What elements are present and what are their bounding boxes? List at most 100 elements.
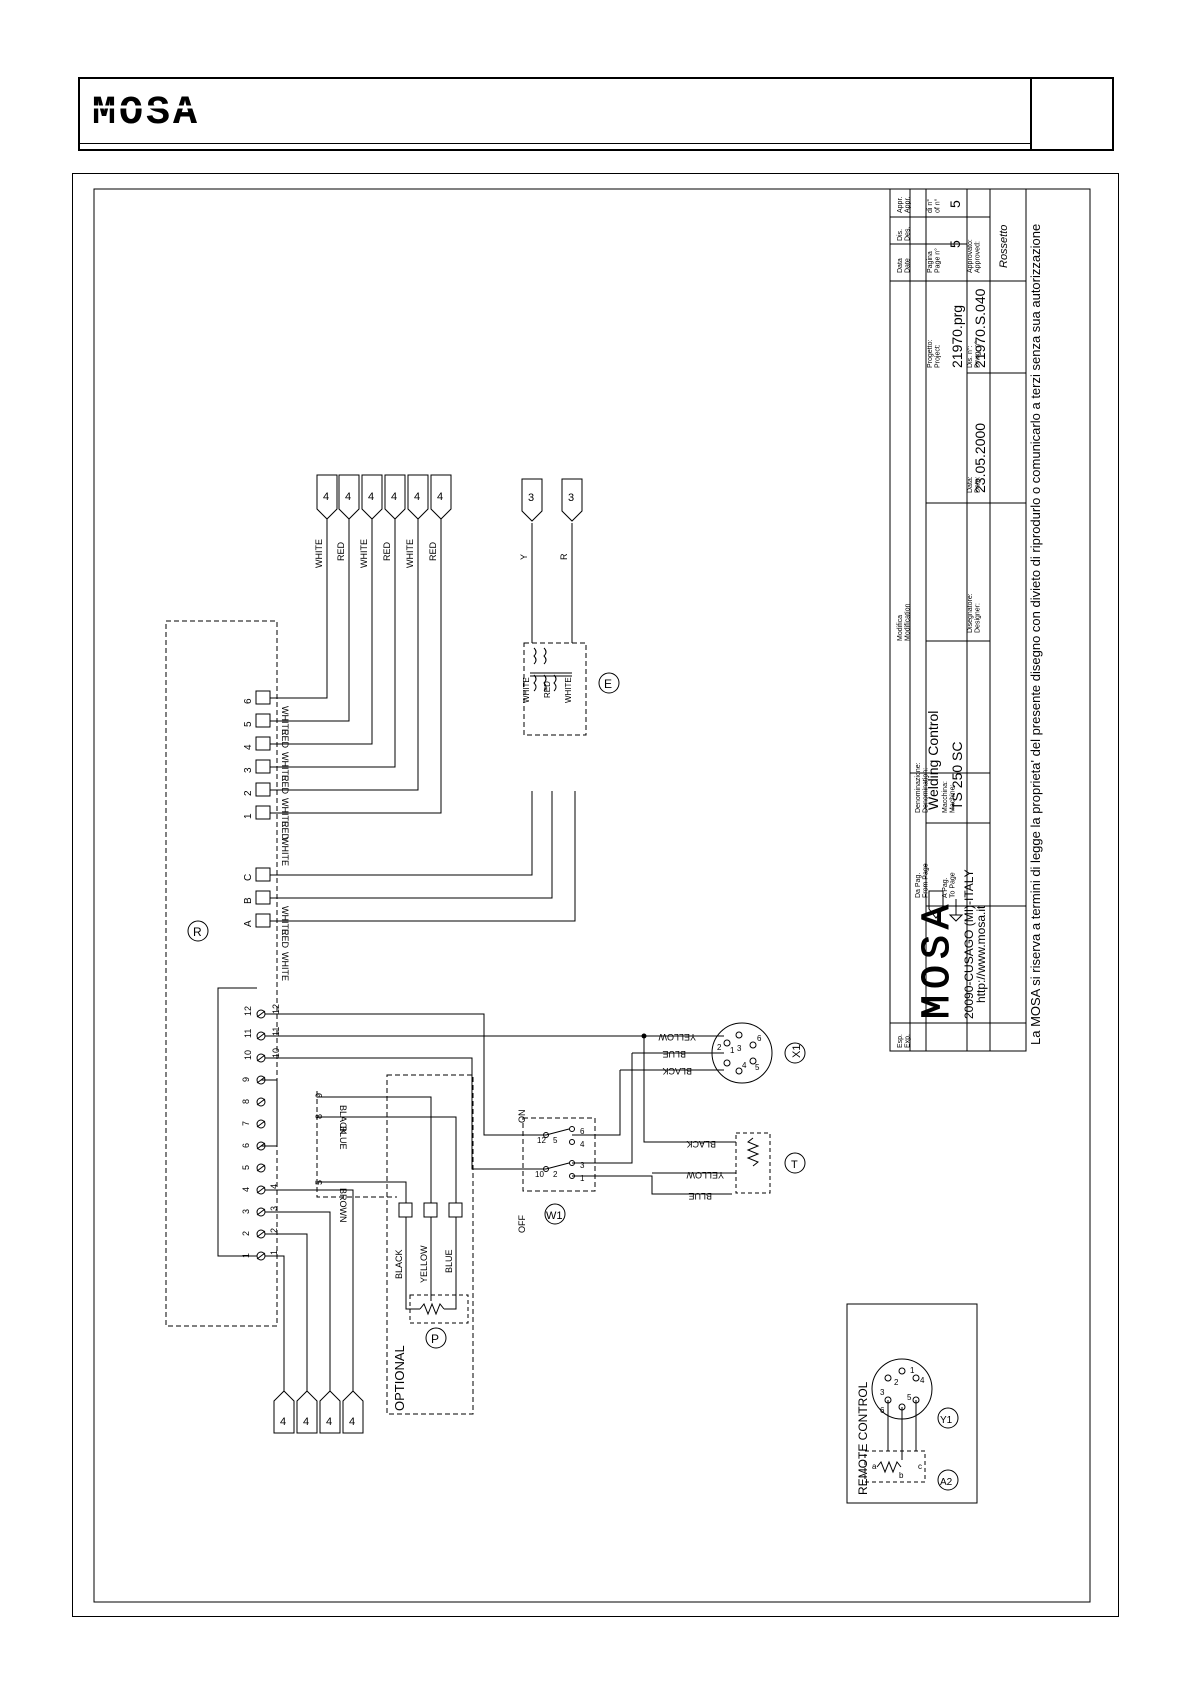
wires-bottom-1-4 [265, 1189, 354, 1391]
ref-b-4-1: 4 [273, 1390, 295, 1434]
svg-text:12: 12 [271, 1004, 281, 1014]
svg-text:3: 3 [880, 1388, 885, 1397]
ref-4-6: 4 [430, 474, 452, 520]
svg-text:2: 2 [553, 1170, 558, 1179]
copyright-notice: La MOSA si riserva a termini di legge la… [1028, 224, 1043, 1045]
drawing-sheet: R A B C 1 2 3 4 [72, 173, 1119, 1617]
svg-text:YELLOW: YELLOW [658, 1032, 696, 1042]
switch-w1: W1 OFF ON 10 12 2 5 1 3 4 6 [517, 1110, 596, 1233]
svg-text:Approvato:Approved:: Approvato:Approved: [967, 239, 982, 273]
wires-w1-to-x1-t [572, 1036, 732, 1195]
svg-text:Appr.Appr.: Appr.Appr. [897, 197, 912, 213]
svg-text:6: 6 [757, 1034, 762, 1043]
ref-4-4: 4 [384, 474, 406, 520]
svg-text:9: 9 [314, 1093, 324, 1098]
bottom-terminal-row: 1 2 3 4 5 6 7 8 9 10 11 12 1 2 3 4 10 11… [241, 1004, 281, 1261]
svg-text:6: 6 [880, 1406, 885, 1415]
top-terminal-row: A B C 1 2 3 4 5 [243, 690, 271, 928]
svg-text:Esp.Exp.: Esp.Exp. [897, 1034, 912, 1048]
terminal-6: 6 [243, 690, 271, 705]
svg-text:21970.prg: 21970.prg [949, 305, 965, 368]
terminal-5: 5 [243, 713, 271, 728]
svg-text:BLUE: BLUE [662, 1049, 686, 1059]
svg-text:YELLOW: YELLOW [686, 1170, 724, 1180]
svg-text:7: 7 [241, 1121, 251, 1126]
svg-text:RED: RED [280, 821, 290, 841]
svg-text:4: 4 [345, 491, 351, 503]
svg-text:P: P [431, 1332, 439, 1346]
svg-text:Data:Date:: Data:Date: [967, 476, 982, 493]
svg-text:BLUE: BLUE [688, 1191, 712, 1201]
header-rule [80, 143, 1030, 144]
svg-text:Y1: Y1 [940, 1415, 953, 1426]
svg-text:WHITE: WHITE [314, 539, 324, 568]
svg-text:E: E [604, 677, 612, 691]
svg-text:Disegnatore:Designer:: Disegnatore:Designer: [967, 593, 982, 633]
ref-4-2: 4 [338, 474, 360, 520]
svg-text:X1: X1 [791, 1045, 803, 1058]
connector-refs-bottom-4: 4 4 4 4 [273, 1390, 364, 1434]
svg-text:WHITE: WHITE [280, 706, 290, 735]
mosa-logo: MOSA [90, 91, 240, 131]
ref-4-1: 4 [316, 474, 338, 520]
svg-text:4: 4 [241, 1187, 251, 1192]
svg-text:WHITE: WHITE [280, 798, 290, 827]
svg-text:3: 3 [568, 492, 574, 504]
svg-text:2: 2 [243, 790, 254, 796]
svg-text:RED: RED [336, 541, 346, 561]
connector-refs-top-3: 3 3 Y R [519, 478, 583, 560]
svg-text:4: 4 [323, 491, 329, 503]
component-r-marker [187, 920, 209, 942]
terminal-4: 4 [243, 736, 271, 751]
connector-x1: X1 1 2 3 4 5 6 YELLOW BLUE BLACK [620, 1022, 806, 1084]
svg-text:WHITE: WHITE [522, 677, 531, 703]
svg-text:Da Pag.From Page: Da Pag.From Page [915, 863, 930, 898]
svg-text:4: 4 [437, 491, 443, 503]
svg-text:3: 3 [580, 1161, 585, 1170]
svg-text:YELLOW: YELLOW [419, 1245, 429, 1283]
ref-4-5: 4 [407, 474, 429, 520]
svg-text:Rossetto: Rossetto [998, 225, 1010, 268]
svg-text:A Pag.To Page: A Pag.To Page [942, 872, 957, 898]
terminal-3: 3 [243, 759, 271, 774]
svg-text:OPTIONAL: OPTIONAL [392, 1345, 407, 1411]
svg-text:WHITE: WHITE [359, 539, 369, 568]
svg-text:23.05.2000: 23.05.2000 [972, 423, 988, 493]
svg-text:RED: RED [280, 929, 290, 949]
svg-text:TS 250 SC: TS 250 SC [949, 742, 965, 810]
svg-text:Dis.Des.: Dis.Des. [897, 227, 912, 241]
terminal-c: C [243, 867, 271, 882]
svg-text:1: 1 [269, 1250, 279, 1255]
svg-text:3: 3 [528, 492, 534, 504]
svg-text:BLUE: BLUE [444, 1249, 454, 1273]
ref-b-4-3: 4 [319, 1390, 341, 1434]
ref-3-2: 3 [561, 478, 583, 522]
svg-text:c: c [918, 1462, 922, 1471]
svg-text:Denominazione:Denomination:: Denominazione:Denomination: [915, 762, 930, 813]
svg-text:T: T [791, 1159, 798, 1171]
svg-text:Macchina:Machine:: Macchina:Machine: [942, 781, 957, 813]
connector-r-outline [165, 620, 278, 1327]
component-r-label: R [193, 925, 202, 939]
svg-text:REMOTE CONTROL: REMOTE CONTROL [856, 1381, 870, 1495]
svg-text:6: 6 [241, 1143, 251, 1148]
svg-text:10: 10 [535, 1170, 544, 1179]
svg-text:ModificaModification: ModificaModification [897, 604, 912, 641]
terminal-b: B [243, 890, 271, 905]
svg-text:20090-CUSAGO (MI)-ITALY: 20090-CUSAGO (MI)-ITALY [962, 869, 976, 1019]
svg-text:WHITE: WHITE [564, 677, 573, 703]
svg-text:PaginaPage n°: PaginaPage n° [927, 248, 942, 273]
wires-e-to-refs [531, 523, 573, 643]
connector-refs-top-4: 4 4 4 4 4 4 [316, 474, 452, 520]
svg-text:4: 4 [742, 1061, 747, 1070]
svg-text:4: 4 [280, 1416, 286, 1428]
svg-text:BLACK: BLACK [686, 1139, 716, 1149]
svg-text:3: 3 [243, 767, 254, 773]
svg-text:5: 5 [755, 1063, 760, 1072]
thermal-t: T BLACK YELLOW BLUE [652, 1132, 806, 1201]
svg-text:RED: RED [543, 681, 552, 698]
sheet-border [72, 173, 1119, 1617]
svg-text:BLACK: BLACK [394, 1249, 404, 1279]
svg-text:Progetto:Project:: Progetto:Project: [927, 340, 942, 368]
svg-text:a: a [872, 1462, 877, 1471]
